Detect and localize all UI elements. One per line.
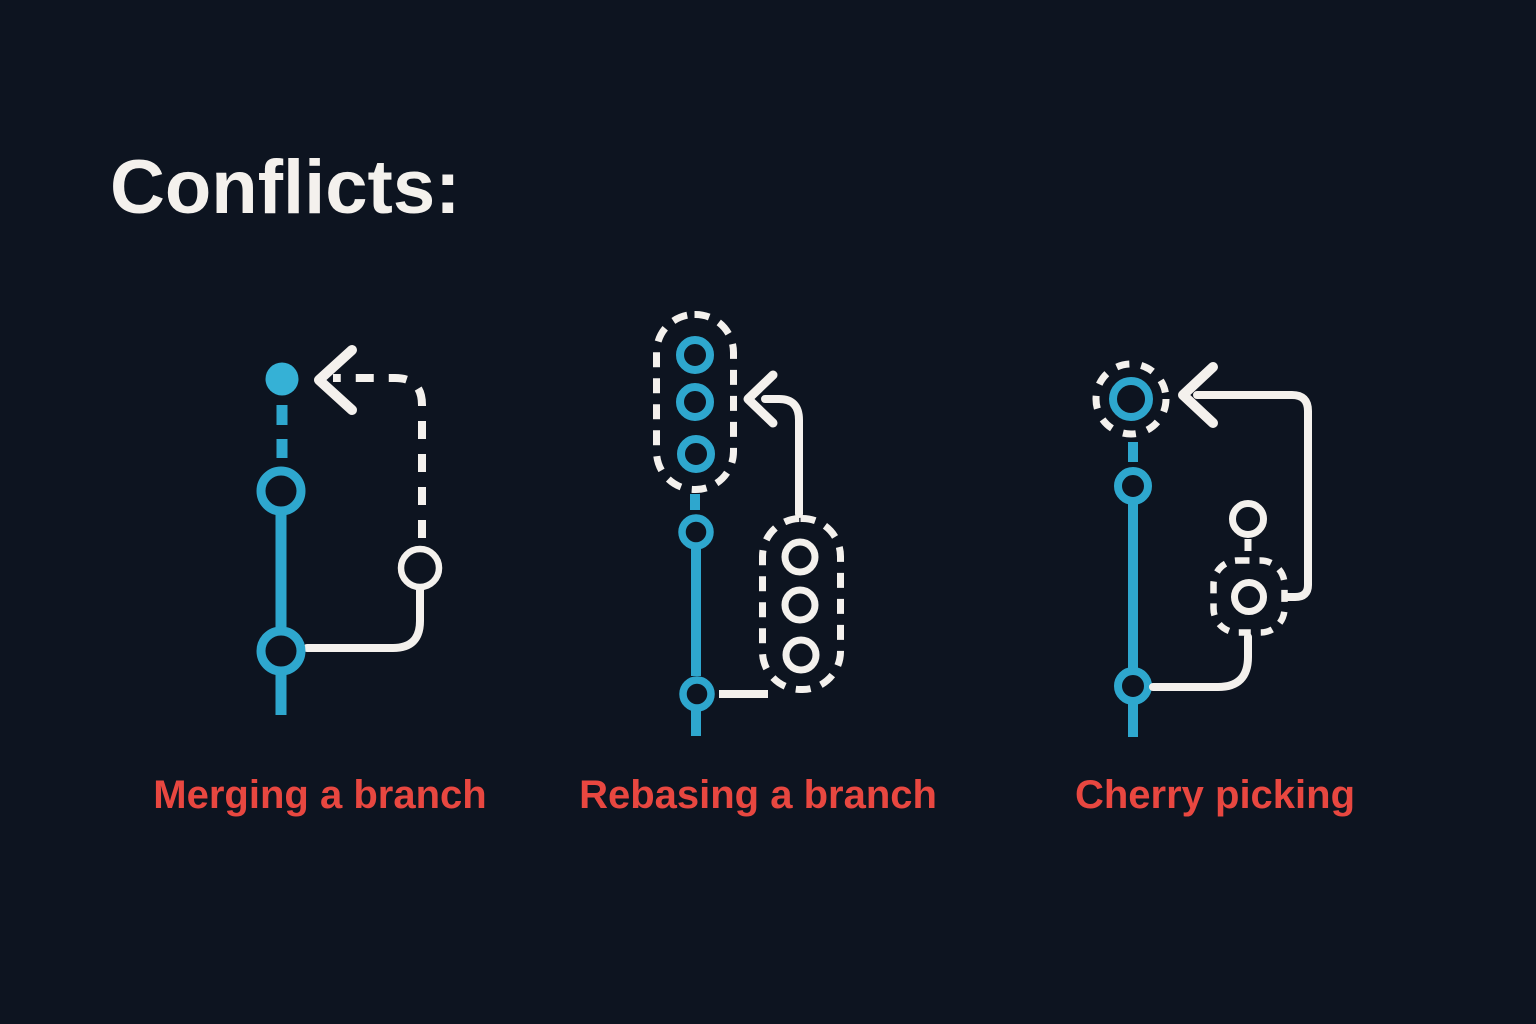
rebase-panel-label: Rebasing a branch: [579, 773, 937, 817]
cherry-pick-diagram-icon: [1092, 360, 1312, 737]
cherry-panel-label: Cherry picking: [1074, 773, 1356, 817]
merge-panel-label: Merging a branch: [153, 773, 487, 817]
rebase-branch-diagram-icon: [653, 311, 844, 736]
merge-branch-diagram-icon: [256, 345, 443, 715]
page-title: Conflicts:: [110, 145, 461, 230]
